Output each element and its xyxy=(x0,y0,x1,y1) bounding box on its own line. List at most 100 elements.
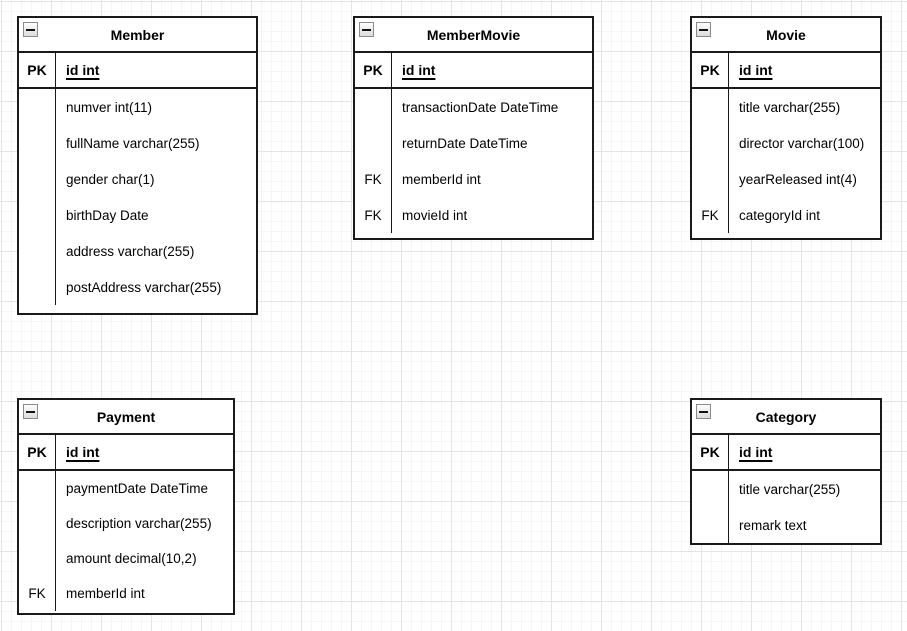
collapse-icon[interactable] xyxy=(359,22,374,37)
attribute-row[interactable]: paymentDate DateTime xyxy=(19,471,233,506)
attribute-row[interactable]: address varchar(255) xyxy=(19,233,256,269)
attribute-label: id int xyxy=(55,435,233,469)
attribute-label: id int xyxy=(55,53,256,87)
attribute-label: numver int(11) xyxy=(55,89,256,125)
attribute-row[interactable]: FK categoryId int xyxy=(692,197,880,233)
table-title: Member xyxy=(110,26,165,43)
table-header: Category xyxy=(692,400,880,435)
table-title: MemberMovie xyxy=(426,26,521,43)
table-header: Movie xyxy=(692,18,880,53)
minus-glyph xyxy=(26,410,35,413)
table-header: Member xyxy=(19,18,256,53)
attribute-label: memberId int xyxy=(55,576,233,611)
key-label xyxy=(692,507,728,543)
key-label: FK xyxy=(364,207,382,223)
entity-table-category[interactable]: Category PK id int title varchar(255) re… xyxy=(690,398,882,545)
attribute-label: movieId int xyxy=(391,197,592,233)
table-title: Payment xyxy=(96,408,156,425)
attribute-row[interactable]: postAddress varchar(255) xyxy=(19,269,256,305)
attribute-row[interactable]: yearReleased int(4) xyxy=(692,161,880,197)
key-label: FK xyxy=(701,207,719,223)
attribute-label: memberId int xyxy=(391,161,592,197)
collapse-icon[interactable] xyxy=(23,22,38,37)
entity-table-movie[interactable]: Movie PK id int title varchar(255) direc… xyxy=(690,16,882,240)
attribute-row[interactable]: description varchar(255) xyxy=(19,506,233,541)
key-label xyxy=(355,125,391,161)
key-label xyxy=(19,125,55,161)
key-label xyxy=(19,233,55,269)
table-title: Movie xyxy=(766,26,806,43)
attribute-row[interactable]: amount decimal(10,2) xyxy=(19,541,233,576)
primary-key-row[interactable]: PK id int xyxy=(692,53,880,89)
minus-glyph xyxy=(362,28,371,31)
key-label xyxy=(19,161,55,197)
attribute-label: fullName varchar(255) xyxy=(55,125,256,161)
attribute-row[interactable]: remark text xyxy=(692,507,880,543)
key-label xyxy=(19,197,55,233)
attribute-row[interactable]: director varchar(100) xyxy=(692,125,880,161)
minus-glyph xyxy=(26,28,35,31)
collapse-icon[interactable] xyxy=(696,22,711,37)
table-title: Category xyxy=(755,408,817,425)
key-label xyxy=(19,269,55,305)
attribute-label: id int xyxy=(391,53,592,87)
key-label: PK xyxy=(27,62,47,78)
attribute-row[interactable]: returnDate DateTime xyxy=(355,125,592,161)
key-label: FK xyxy=(364,171,382,187)
attribute-label: amount decimal(10,2) xyxy=(55,541,233,576)
attribute-label: transactionDate DateTime xyxy=(391,89,592,125)
collapse-icon[interactable] xyxy=(696,404,711,419)
attribute-row[interactable]: transactionDate DateTime xyxy=(355,89,592,125)
attribute-label: remark text xyxy=(728,507,880,543)
attribute-row[interactable]: numver int(11) xyxy=(19,89,256,125)
attribute-row[interactable]: FK movieId int xyxy=(355,197,592,233)
entity-table-membermovie[interactable]: MemberMovie PK id int transactionDate Da… xyxy=(353,16,594,240)
attribute-label: description varchar(255) xyxy=(55,506,233,541)
attribute-label: postAddress varchar(255) xyxy=(55,269,256,305)
key-label xyxy=(692,89,728,125)
key-label xyxy=(355,89,391,125)
attribute-row[interactable]: FK memberId int xyxy=(355,161,592,197)
attribute-row[interactable]: birthDay Date xyxy=(19,197,256,233)
attribute-label: director varchar(100) xyxy=(728,125,880,161)
table-header: MemberMovie xyxy=(355,18,592,53)
collapse-icon[interactable] xyxy=(23,404,38,419)
key-label xyxy=(19,506,55,541)
entity-table-member[interactable]: Member PK id int numver int(11) fullName… xyxy=(17,16,258,315)
key-label: FK xyxy=(28,586,46,601)
attribute-row[interactable]: fullName varchar(255) xyxy=(19,125,256,161)
attribute-row[interactable]: title varchar(255) xyxy=(692,89,880,125)
minus-glyph xyxy=(699,410,708,413)
primary-key-row[interactable]: PK id int xyxy=(355,53,592,89)
attribute-label: title varchar(255) xyxy=(728,471,880,507)
attribute-label: id int xyxy=(728,53,880,87)
minus-glyph xyxy=(699,28,708,31)
primary-key-row[interactable]: PK id int xyxy=(19,53,256,89)
key-label xyxy=(692,471,728,507)
key-label xyxy=(19,471,55,506)
attribute-label: id int xyxy=(728,435,880,469)
attribute-label: categoryId int xyxy=(728,197,880,233)
attribute-label: paymentDate DateTime xyxy=(55,471,233,506)
key-label xyxy=(692,161,728,197)
key-label xyxy=(19,89,55,125)
table-header: Payment xyxy=(19,400,233,435)
attribute-label: birthDay Date xyxy=(55,197,256,233)
entity-table-payment[interactable]: Payment PK id int paymentDate DateTime d… xyxy=(17,398,235,615)
attribute-label: title varchar(255) xyxy=(728,89,880,125)
attribute-label: yearReleased int(4) xyxy=(728,161,880,197)
key-label xyxy=(19,541,55,576)
key-label xyxy=(692,125,728,161)
key-label: PK xyxy=(700,444,720,460)
attribute-row[interactable]: title varchar(255) xyxy=(692,471,880,507)
key-label: PK xyxy=(700,62,720,78)
attribute-row[interactable]: FK memberId int xyxy=(19,576,233,611)
key-label: PK xyxy=(27,444,47,460)
key-label: PK xyxy=(363,62,383,78)
attribute-row[interactable]: gender char(1) xyxy=(19,161,256,197)
primary-key-row[interactable]: PK id int xyxy=(19,435,233,471)
attribute-label: address varchar(255) xyxy=(55,233,256,269)
attribute-label: gender char(1) xyxy=(55,161,256,197)
primary-key-row[interactable]: PK id int xyxy=(692,435,880,471)
